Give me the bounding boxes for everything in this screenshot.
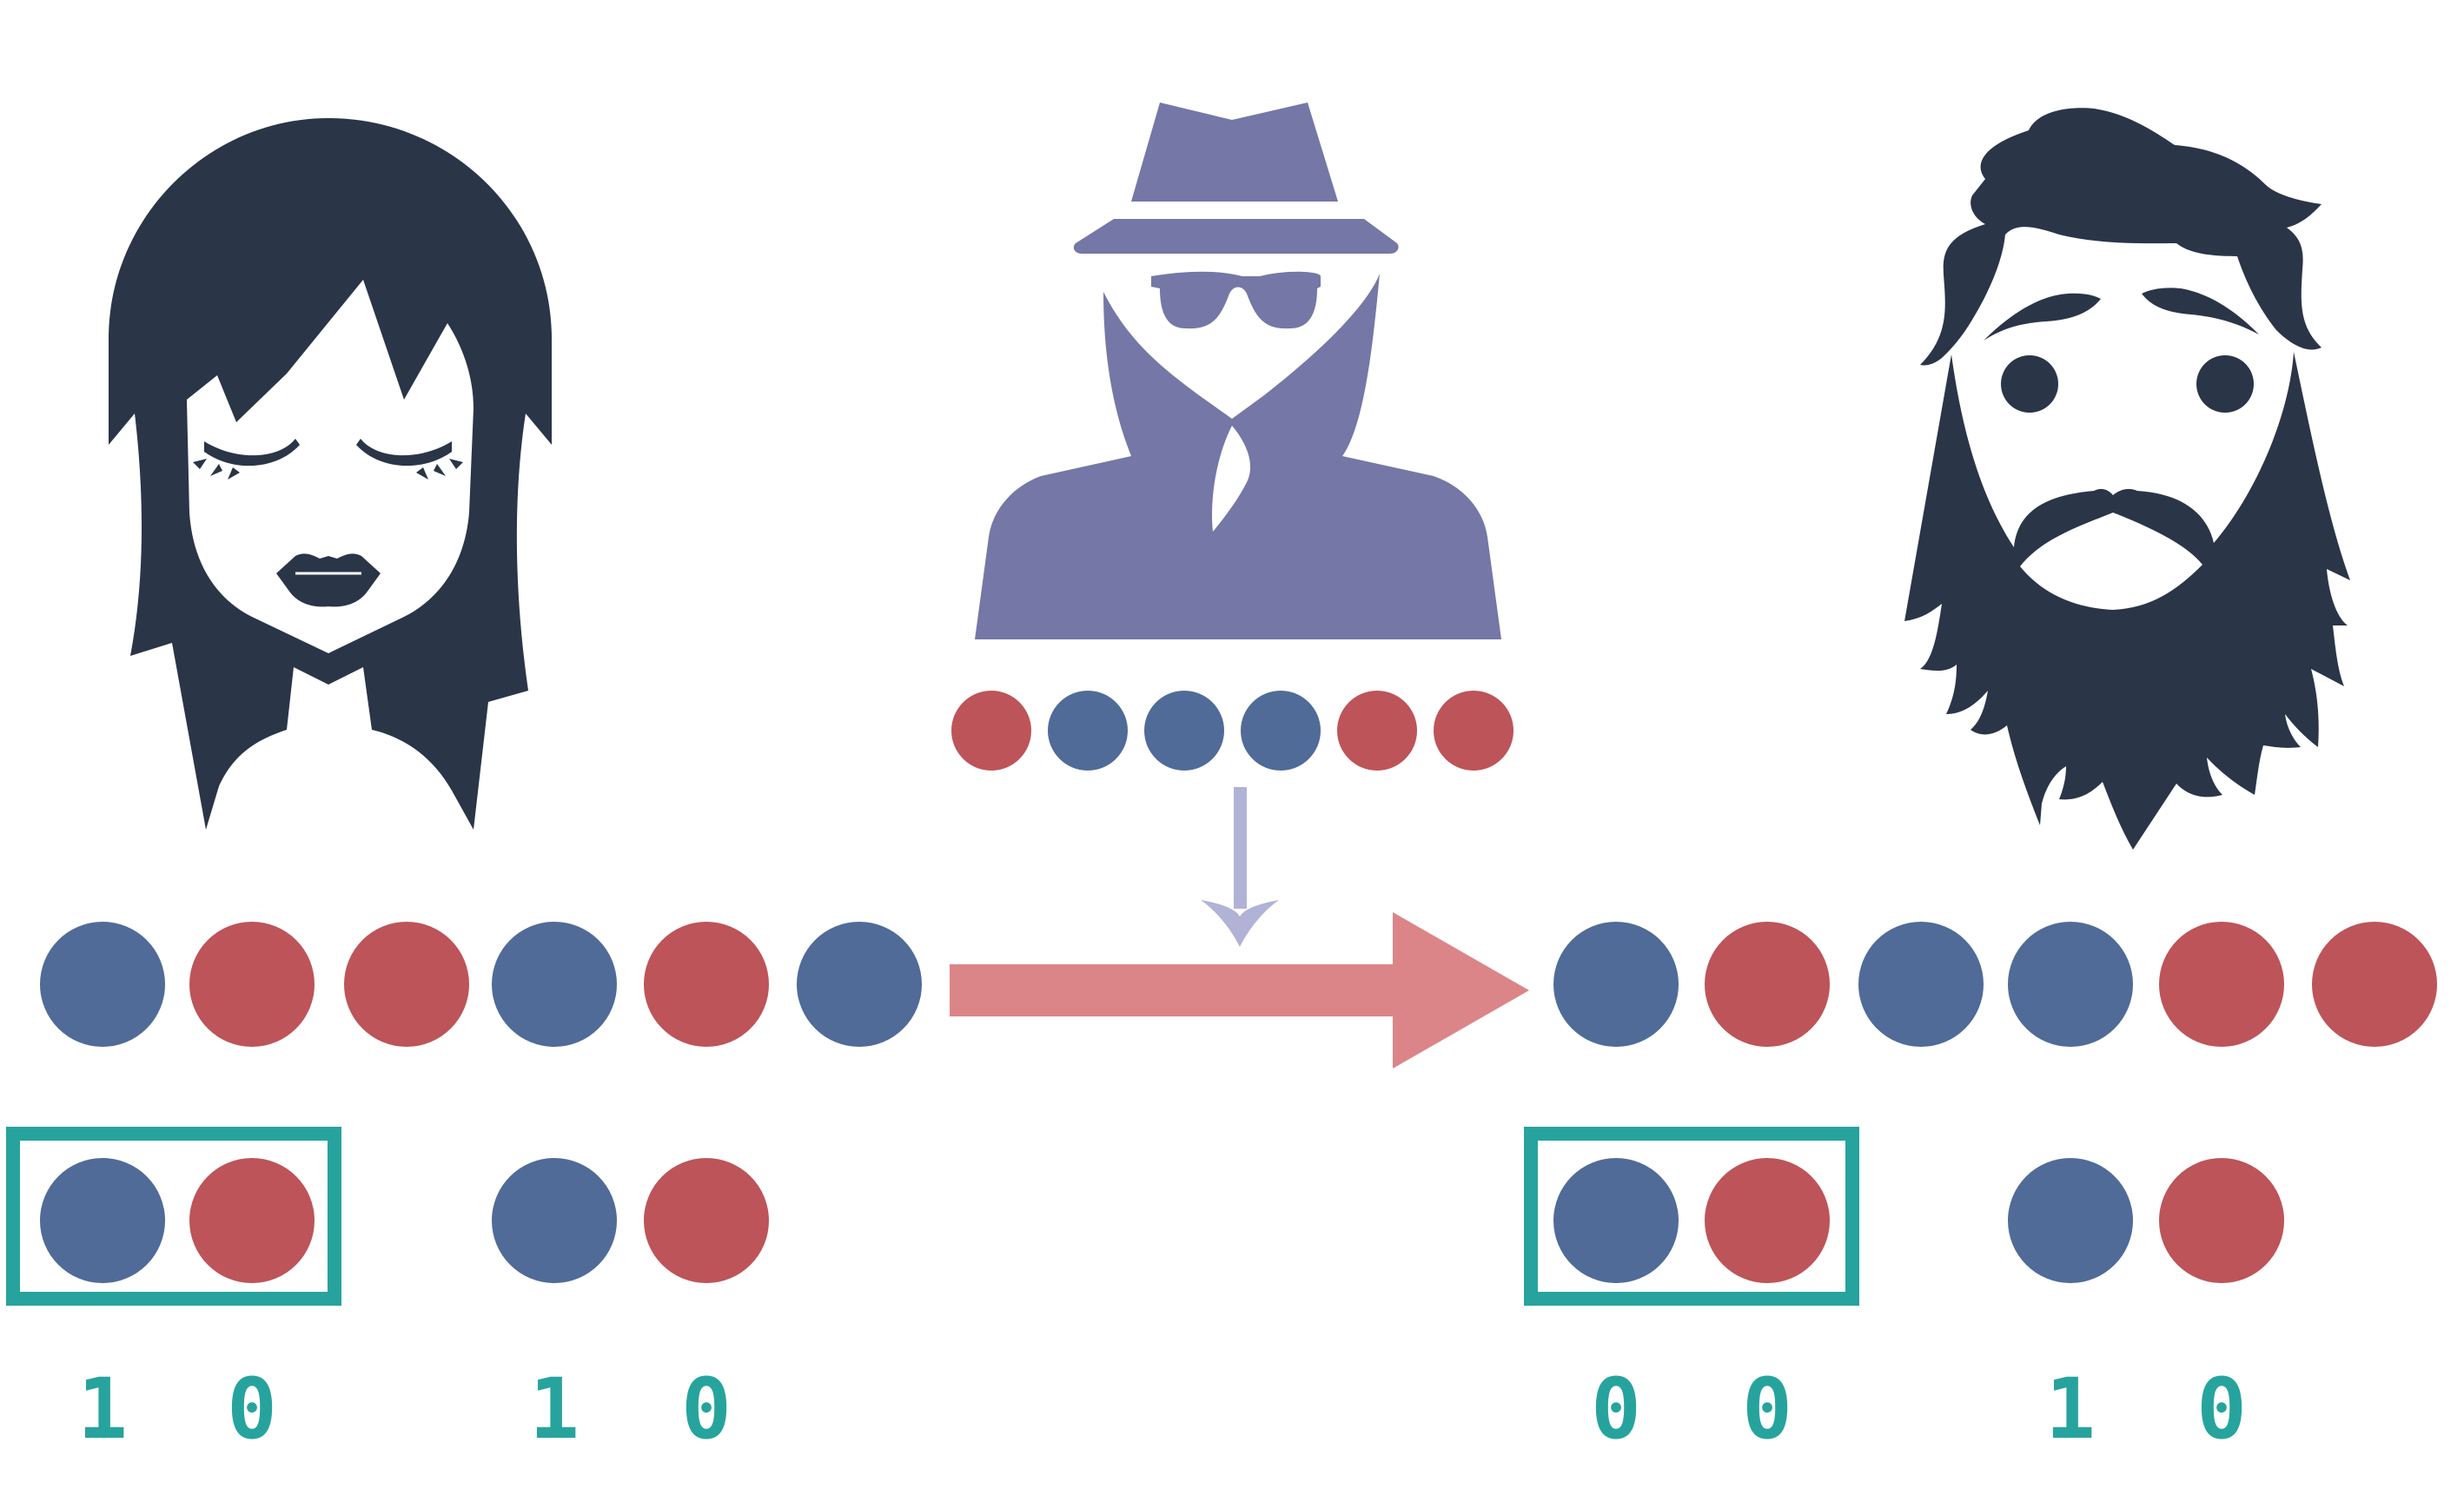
sender-bit-label: 1 xyxy=(529,1360,580,1458)
received-photon-blue xyxy=(1858,922,1984,1047)
spy-photon-red xyxy=(1337,691,1417,771)
receiver-sifted-photon-red xyxy=(1705,1158,1830,1283)
sent-photon-red xyxy=(344,922,469,1047)
bearded-man-icon xyxy=(1904,108,2350,850)
receiver-sifted-photon-red xyxy=(2159,1158,2284,1283)
received-photon-red xyxy=(2159,922,2284,1047)
sender-bit-label: 0 xyxy=(227,1360,277,1458)
sent-photon-blue xyxy=(492,922,617,1047)
sender-bit-label: 0 xyxy=(681,1360,732,1458)
sent-photon-blue xyxy=(797,922,922,1047)
spy-photon-blue xyxy=(1048,691,1128,771)
eavesdropper-photon-sequence xyxy=(951,691,1514,771)
channel-arrow xyxy=(950,912,1529,1069)
spy-photon-blue xyxy=(1144,691,1224,771)
spy-icon xyxy=(975,103,1501,639)
woman-avatar-icon xyxy=(109,118,552,830)
receiver-highlight-box xyxy=(1524,1127,1859,1306)
sent-photon-sequence xyxy=(40,922,922,1047)
received-photon-sequence xyxy=(1553,922,2437,1047)
receiver-bit-label: 0 xyxy=(1742,1360,1792,1458)
sender-sifted-photon-blue xyxy=(492,1158,617,1283)
sender-sifted-photon-blue xyxy=(40,1158,165,1283)
sent-photon-red xyxy=(644,922,769,1047)
sender-bit-label: 1 xyxy=(77,1360,128,1458)
intercept-arrow xyxy=(1201,787,1279,947)
receiver-bit-label: 1 xyxy=(2045,1360,2096,1458)
receiver-bit-label: 0 xyxy=(1591,1360,1641,1458)
receiver-sifted-photon-blue xyxy=(2008,1158,2133,1283)
sender-sifted-photon-red xyxy=(644,1158,769,1283)
sent-photon-red xyxy=(189,922,315,1047)
receiver-bit-label: 0 xyxy=(2196,1360,2247,1458)
spy-photon-red xyxy=(951,691,1031,771)
spy-photon-blue xyxy=(1241,691,1321,771)
receiver-sifted-photon-blue xyxy=(1553,1158,1679,1283)
received-photon-red xyxy=(1705,922,1830,1047)
sender-sifted-photon-red xyxy=(189,1158,315,1283)
received-photon-blue xyxy=(2008,922,2133,1047)
received-photon-blue xyxy=(1553,922,1679,1047)
sender-highlight-box xyxy=(6,1127,341,1306)
sent-photon-blue xyxy=(40,922,165,1047)
spy-photon-red xyxy=(1434,691,1514,771)
received-photon-red xyxy=(2312,922,2437,1047)
